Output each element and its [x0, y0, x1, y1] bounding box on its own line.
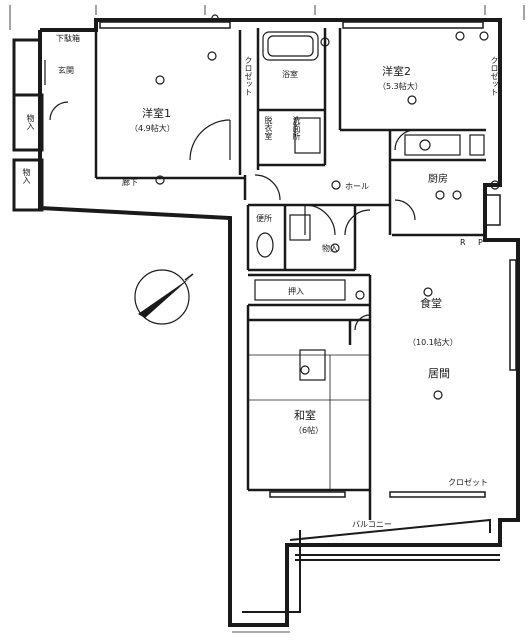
room-western1-size: （4.9帖大） — [130, 124, 175, 133]
outer-walls — [38, 18, 520, 627]
oshiire-label: 押入 — [288, 287, 304, 296]
closet-center-label: クロゼット — [244, 56, 253, 96]
room-japanese-size: （6帖） — [294, 426, 324, 435]
storage-small-label: 物入 — [322, 244, 338, 253]
closet-balcony-label: クロゼット — [448, 478, 488, 487]
shoe-box-label: 下駄箱 — [56, 34, 80, 43]
room-western2-name: 洋室2 — [382, 65, 411, 78]
room-bath-name: 浴室 — [282, 70, 298, 79]
room-dining-name: 食堂 — [420, 297, 442, 310]
closet-lower-left-label: 物入 — [22, 168, 31, 184]
balcony-rail — [242, 518, 500, 613]
interior-walls — [94, 28, 486, 520]
pipe-mark: P — [478, 238, 483, 247]
room-dressing-name: 脱衣室 — [264, 116, 273, 140]
dimension-lines — [9, 5, 525, 633]
closet-right-label: クロゼット — [490, 56, 499, 96]
room-toilet-name: 便所 — [256, 214, 272, 223]
room-hall-name: ホール — [345, 182, 369, 191]
north-arrow-icon — [134, 269, 194, 325]
refrigerator-mark: R — [460, 238, 466, 247]
room-western1-name: 洋室1 — [142, 107, 171, 120]
windows — [99, 21, 517, 498]
fixtures — [254, 31, 485, 381]
room-dining-size: （10.1帖大） — [408, 338, 458, 347]
closet-left-label: 物入 — [26, 114, 35, 130]
room-corridor-name: 廊下 — [122, 178, 138, 187]
door-swings — [44, 60, 416, 331]
entrance-wall — [12, 38, 44, 212]
room-kitchen-name: 厨房 — [428, 174, 448, 185]
room-washroom-name: 洗面所 — [292, 116, 301, 140]
room-entrance-name: 玄関 — [58, 66, 74, 75]
tatami-lines — [248, 354, 370, 490]
ceiling-lights — [155, 14, 500, 400]
room-western2-size: （5.3帖大） — [378, 82, 423, 91]
balcony-label: バルコニー — [352, 520, 392, 529]
room-living-name: 居間 — [428, 367, 450, 380]
room-japanese-name: 和室 — [294, 409, 316, 422]
